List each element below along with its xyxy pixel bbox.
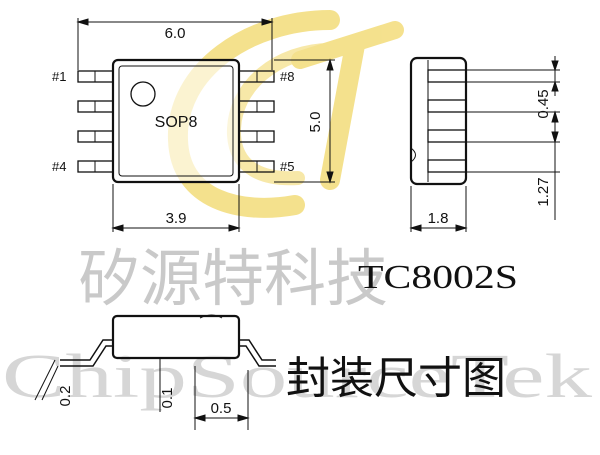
side-view — [409, 56, 560, 232]
watermark-chinese: 矽源特科技 — [78, 242, 388, 315]
dim-width-with-leads: 6.0 — [165, 25, 186, 42]
pin-label-4: #4 — [52, 159, 66, 174]
dim-standoff: 0.1 — [159, 388, 176, 409]
dim-pitch: 1.27 — [535, 177, 552, 206]
top-view — [76, 18, 335, 232]
dim-lead-width: 0.45 — [535, 89, 552, 118]
dim-body-width: 3.9 — [166, 210, 187, 227]
pin-label-8: #8 — [280, 69, 294, 84]
dim-lead-thickness: 0.2 — [57, 386, 74, 407]
dim-foot-length: 0.5 — [211, 400, 232, 417]
profile-view — [34, 314, 276, 430]
pin-label-5: #5 — [280, 159, 294, 174]
caption-title: 封装尺寸图 — [286, 353, 506, 404]
dim-height: 1.8 — [428, 210, 449, 227]
package-label: SOP8 — [155, 114, 198, 131]
part-number: TC8002S — [358, 259, 518, 296]
pin-label-1: #1 — [52, 69, 66, 84]
dim-length: 5.0 — [307, 112, 324, 133]
